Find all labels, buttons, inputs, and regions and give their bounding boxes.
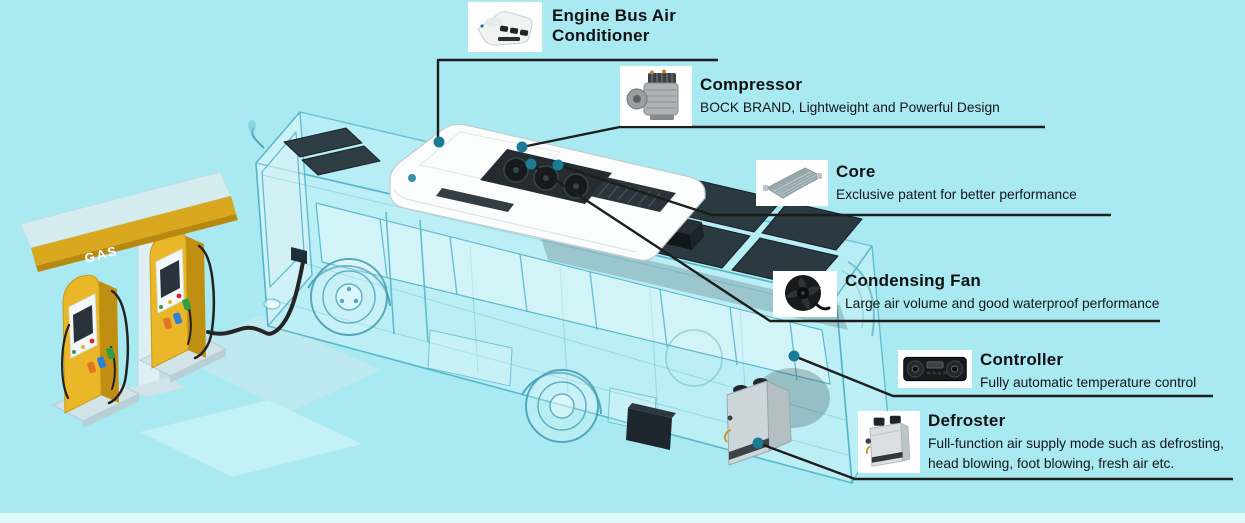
callout-line-condensing-fan bbox=[530, 162, 1160, 323]
callout-line-controller bbox=[793, 354, 1213, 398]
component-subtitle: BOCK BRAND, Lightweight and Powerful Des… bbox=[700, 100, 1000, 116]
condensing-fan-icon bbox=[773, 271, 837, 317]
component-title: Defroster bbox=[928, 411, 1006, 430]
component-subtitle: Fully automatic temperature control bbox=[980, 375, 1197, 391]
component-title: Engine Bus Air Conditioner bbox=[552, 6, 677, 46]
controller-panel-icon bbox=[898, 350, 972, 388]
component-label-core: Core Exclusive patent for better perform… bbox=[756, 160, 1077, 206]
callout-dots bbox=[433, 136, 800, 449]
rear-wheel bbox=[521, 369, 602, 443]
front-wheel bbox=[307, 258, 391, 336]
callout-lines bbox=[436, 58, 1233, 481]
callout-line-compressor bbox=[521, 125, 1045, 149]
component-title: Core bbox=[836, 162, 876, 181]
callout-line-engine-bus-air-conditioner bbox=[436, 58, 718, 142]
bus-illustration bbox=[248, 111, 889, 484]
component-label-condensing-fan: Condensing Fan Large air volume and good… bbox=[773, 271, 1159, 317]
rooftop-ac-unit-icon bbox=[468, 2, 542, 52]
component-label-controller: Controller Fully automatic temperature c… bbox=[898, 350, 1196, 393]
callout-line-defroster bbox=[757, 441, 1233, 481]
marker-dot-defroster bbox=[752, 437, 764, 449]
component-title: Controller bbox=[980, 350, 1064, 369]
fuel-pump-right bbox=[138, 229, 228, 383]
component-subtitle: Large air volume and good waterproof per… bbox=[845, 296, 1160, 312]
condenser-core-icon bbox=[756, 160, 828, 206]
component-label-engine-bus-air-conditioner: Engine Bus Air Conditioner bbox=[468, 2, 684, 52]
ground-strip bbox=[0, 513, 1245, 523]
charging-port bbox=[291, 247, 307, 264]
marker-dot-engine-bus-air-conditioner bbox=[433, 136, 445, 148]
component-label-defroster: Defroster Full-function air supply mode … bbox=[858, 411, 1242, 474]
component-label-compressor: Compressor BOCK BRAND, Lightweight and P… bbox=[620, 66, 1000, 126]
component-title: Condensing Fan bbox=[845, 271, 981, 290]
defroster-unit bbox=[723, 368, 830, 466]
component-subtitle: Exclusive patent for better performance bbox=[836, 187, 1077, 203]
callout-line-core bbox=[557, 163, 1111, 217]
compressor-icon bbox=[620, 66, 692, 126]
fuel-pump-left bbox=[51, 274, 141, 428]
marker-dot-compressor bbox=[516, 141, 528, 153]
defroster-icon bbox=[858, 411, 920, 473]
component-title: Compressor bbox=[700, 75, 803, 94]
charging-cable bbox=[206, 260, 305, 336]
marker-dot-condensing-fan bbox=[525, 158, 537, 170]
marker-dot-controller bbox=[788, 350, 800, 362]
marker-dot-core bbox=[552, 159, 564, 171]
component-subtitle: Full-function air supply mode such as de… bbox=[928, 436, 1225, 472]
gas-station-illustration: GAS bbox=[19, 171, 380, 477]
